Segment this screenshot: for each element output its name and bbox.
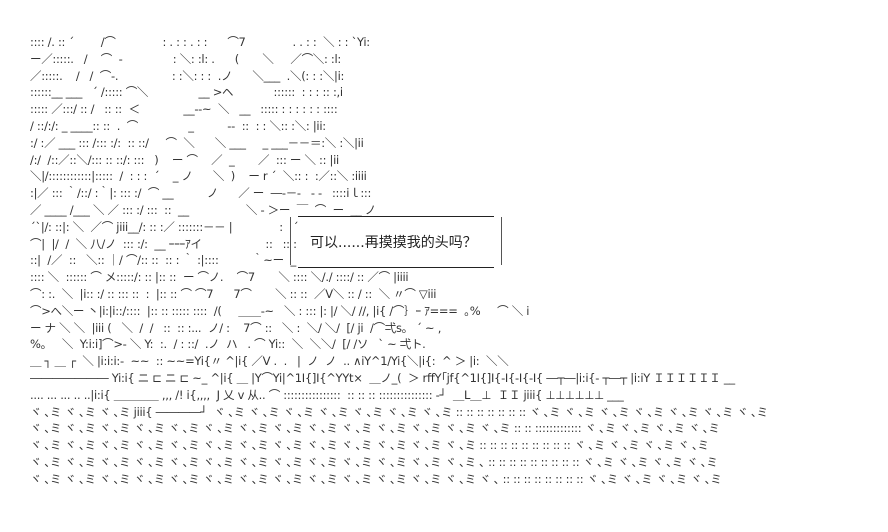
art-row: :::: /. :: ´ /⌒ : . : : . : : ⌒7 . . : :… (30, 35, 370, 49)
art-row: ――――――― Yi:i{ ニ ⊏ ニ ⊏ ~_ ^|i{ ＿ |Y⌒Yi|^1… (30, 370, 735, 385)
art-row: .... ... ... .. ..|i:i{ ＿＿＿＿ ,,, /! i{,,… (30, 387, 624, 402)
art-row: ヾ ､ミ ヾ ､ミ ヾ ､ミ jiii{ ――――┘ ヾ ､ミ ヾ ､ミ ヾ ､… (30, 404, 768, 419)
art-row: %。 ＼ Y:i:i]⌒>- ＼ Y: :. / : ::/ .ノ ハ . ⌒ … (30, 337, 426, 352)
art-row: :/ :／ ___ ::: /::: :/: :: ::/ ⌒ ＼ ＼ ___ … (30, 135, 364, 150)
speech-bubble: 可以......再摸摸我的头吗？ (298, 216, 502, 268)
art-row: ／ ____ /___ ＼ ／ ::: :/ ::: :: __ ＼ ‐ ＞ー … (30, 202, 376, 217)
art-row: ／:::::. / / ⌒-. : :＼: : : .ノ ＼___ .＼(: :… (30, 68, 345, 83)
art-row: ⌒>へ＼ー 丶|i:|i::/:::: |:: :: ::::: :::: /(… (30, 303, 530, 318)
art-row: :|／ ::: ｀/::/ :｀|: ::: :/ ⌒ __ ノ ／ ー ―‐－… (30, 186, 372, 201)
art-row: ⌒: :. ＼ |i:: :/ :: ::: :: : |:: :: ⌒ ⌒7 … (30, 286, 437, 301)
art-row: ::::::__ ___ ´ /::::: ⌒＼ __ >ヘ :::::: : … (30, 85, 343, 100)
art-row: ＿ ┐ ＿ ┌ ＼ |i:i:i:- ~~ :: ~~=Yi{〃 ^|i{ ／V… (30, 354, 509, 369)
art-row: ヾ ､ミ ヾ ､ミ ヾ ､ミ ヾ ､ミ ヾ ､ミ ヾ ､ミ ヾ ､ミ ヾ ､ミ … (30, 421, 720, 436)
art-row: ::::: ／:::/ :: / :: :: ＜ __--~ ＼ __ ::::… (30, 102, 338, 117)
art-row: :::: ＼ :::::: ⌒ メ:::::/: :: |:: :: ー ⌒ノ.… (30, 270, 409, 285)
art-row: ヾ ､ミ ヾ ､ミ ヾ ､ミ ヾ ､ミ ヾ ､ミ ヾ ､ミ ヾ ､ミ ヾ ､ミ … (30, 471, 722, 486)
art-row: ヾ ､ミ ヾ ､ミ ヾ ､ミ ヾ ､ミ ヾ ､ミ ヾ ､ミ ヾ ､ミ ヾ ､ミ … (30, 454, 718, 469)
art-row: ー ナ ＼ ＼ |iii ( ＼ / / :: :: :... ノ/ : 7⌒ … (30, 320, 442, 335)
art-row: ヾ ､ミ ヾ ､ミ ヾ ､ミ ヾ ､ミ ヾ ､ミ ヾ ､ミ ヾ ､ミ ヾ ､ミ … (30, 438, 709, 453)
art-row: / ::/:/: _ ____:: :: . ⌒ _ ‐‐ :: : : ＼::… (30, 118, 326, 133)
art-row: ＼|/::::::::::::|::::: / : : : ´ _ ノ ＼ ) … (30, 169, 367, 184)
speech-bubble-text: 可以......再摸摸我的头吗？ (310, 235, 477, 251)
art-row: /:/ /::／::＼/::: :: ::/: ::: ) ー ⌒ ／ _ ／ … (30, 152, 339, 167)
art-row: ー／:::::. / ⌒ - : ＼: :l: . ( ＼ ／⌒＼: :l: (30, 51, 341, 66)
